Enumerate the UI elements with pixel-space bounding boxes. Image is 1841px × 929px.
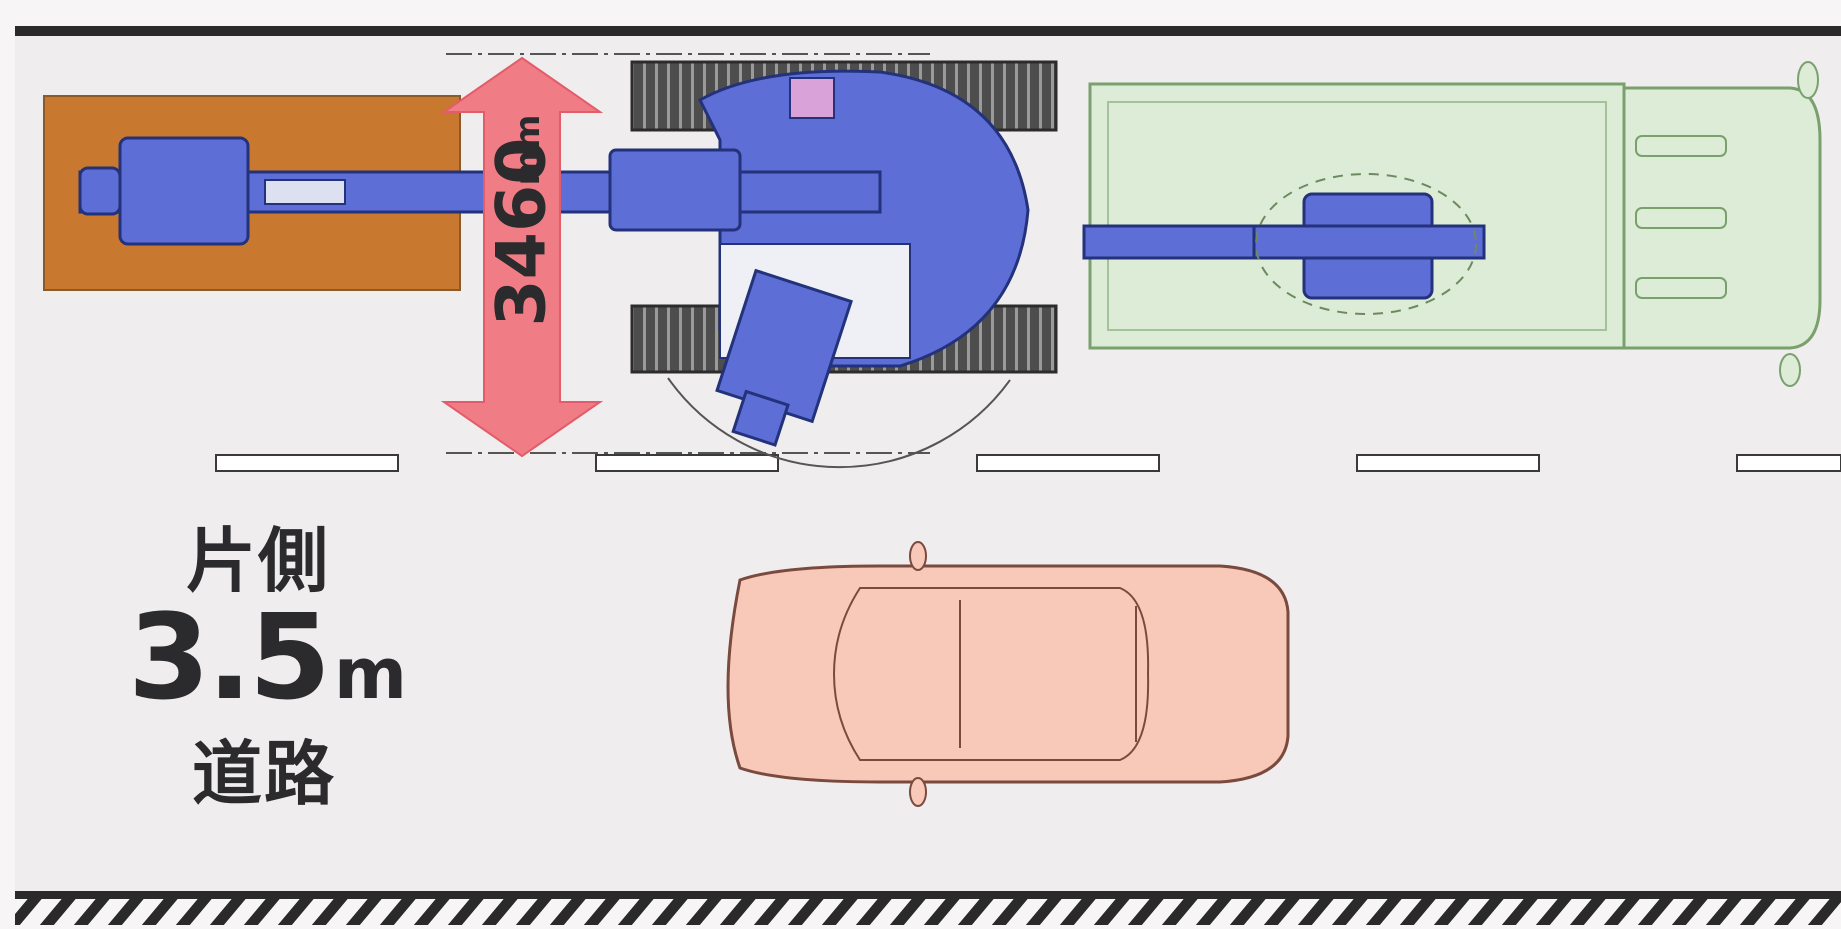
dump-truck-cab-rail [1635, 135, 1727, 157]
dump-truck-cab-rail [1635, 207, 1727, 229]
dump-truck-mirror [1779, 353, 1801, 387]
dump-truck-icon [1082, 61, 1822, 387]
excavator-cylinder [264, 179, 346, 205]
road-width-value: 3.5 [128, 588, 331, 726]
dump-truck-cab-rail [1635, 277, 1727, 299]
excavator-bucket-tip [78, 166, 122, 216]
dimension-guides [446, 53, 930, 454]
lane-marking [1356, 454, 1540, 472]
car-body [726, 564, 1290, 784]
loaded-arm [1082, 224, 1256, 260]
dump-truck-bed-inner [1107, 101, 1607, 331]
curb-hatching [15, 899, 1841, 925]
car-roof [832, 587, 1150, 761]
lane-markings [215, 454, 1841, 472]
dimension-value: 3460 [483, 137, 562, 326]
dust-outline [1255, 173, 1477, 315]
top-road-edge-line [15, 26, 1841, 36]
road-width-unit: m [334, 633, 407, 715]
dimension-arrow-icon [440, 56, 604, 458]
car-mirror [909, 541, 927, 571]
dimension-unit: mm [508, 115, 548, 186]
lane-marking [1736, 454, 1841, 472]
road-label: 道路 [192, 733, 336, 815]
car-icon [726, 541, 1290, 807]
road-width-label: 3.5m [128, 588, 407, 726]
dump-truck-mirror [1797, 61, 1819, 99]
lane-marking [595, 454, 779, 472]
excavator-bucket [118, 136, 250, 246]
loaded-arm-extension [1252, 224, 1486, 260]
bottom-road-edge-line [15, 891, 1841, 899]
excavator-blade-arm [715, 268, 853, 447]
excavator-cab-window [789, 77, 835, 119]
excavator-boom-base [608, 148, 742, 232]
road-side-label: 片側 [186, 520, 330, 602]
car-mirror [909, 777, 927, 807]
lane-marking [215, 454, 399, 472]
swing-radius-arc [667, 377, 1011, 469]
excavator-icon [78, 60, 1058, 469]
lane-marking [976, 454, 1160, 472]
